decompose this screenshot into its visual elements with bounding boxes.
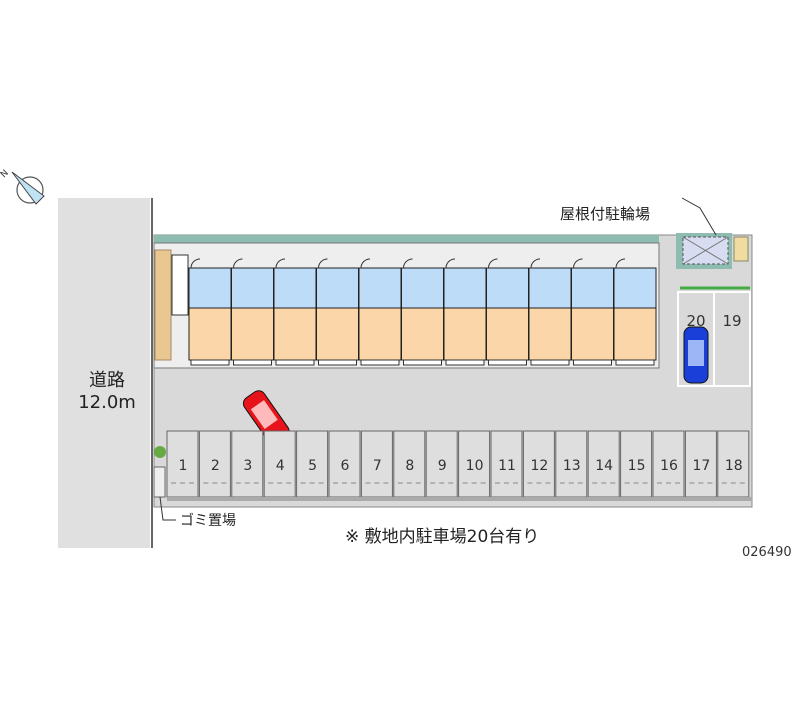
apartment-unit [273, 258, 317, 366]
apartment-unit [188, 258, 232, 366]
property-code: 026490 [742, 545, 792, 560]
svg-text:N: N [0, 168, 11, 180]
stall-number: 16 [660, 458, 678, 474]
stall-number: 18 [724, 458, 743, 474]
parking-stall [652, 430, 685, 498]
stall-number: 15 [627, 458, 646, 474]
bike-parking-label: 屋根付駐輪場 [560, 205, 651, 223]
stall-number: 12 [530, 458, 549, 474]
shrub [154, 446, 166, 458]
parking-stall [166, 430, 199, 498]
compass-icon: N [0, 168, 45, 205]
stall-number: 5 [308, 458, 318, 474]
stall-number: 1 [178, 458, 188, 474]
parking-stall [717, 430, 750, 498]
apartment-unit [316, 258, 359, 366]
parking-stall [458, 430, 491, 498]
parking-stall [296, 430, 329, 498]
stall-number: 4 [275, 458, 285, 474]
apartment-unit [358, 258, 402, 366]
apartment-unit [443, 258, 487, 366]
parking-note: ※ 敷地内駐車場20台有り [345, 527, 540, 547]
stall-number: 14 [595, 458, 614, 474]
apartment-unit [571, 258, 614, 366]
road [58, 198, 150, 548]
stall-number: 10 [465, 458, 484, 474]
parking-stall [620, 430, 653, 498]
stall-number: 11 [498, 458, 516, 474]
apartment-unit [528, 258, 572, 366]
apartment-unit [231, 258, 274, 366]
parking-stall [555, 430, 588, 498]
stall-number: 13 [562, 458, 581, 474]
parking-stall [360, 430, 393, 498]
parking-stall [393, 430, 426, 498]
stall-number: 6 [340, 458, 350, 474]
parking-stall [522, 430, 555, 498]
stall-number: 8 [405, 458, 415, 474]
stall-number: 9 [437, 458, 447, 474]
apartment-unit [613, 258, 657, 366]
stall-number: 3 [243, 458, 253, 474]
trash-area-label: ゴミ置場 [180, 513, 236, 529]
parking-stall [684, 430, 717, 498]
apartment-unit [401, 258, 444, 366]
apartment-unit [486, 258, 529, 366]
trash-area [153, 466, 166, 498]
stairs [171, 254, 189, 316]
stall-number: 17 [692, 458, 711, 474]
planting-strip [154, 249, 172, 361]
stall-number: 20 [686, 312, 706, 330]
stall-number: 19 [722, 312, 742, 330]
stall-number: 7 [372, 458, 382, 474]
stall-number: 2 [210, 458, 220, 474]
